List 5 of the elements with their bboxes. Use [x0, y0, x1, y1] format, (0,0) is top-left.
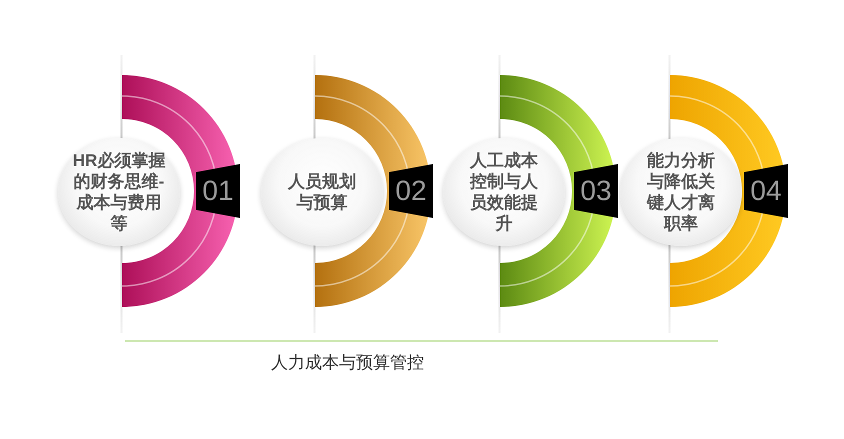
topic-label: HR必须掌握的财务思维-成本与费用等	[72, 150, 166, 234]
topic-label: 能力分析与降低关键人才离职率	[646, 150, 716, 234]
caption: 人力成本与预算管控	[271, 352, 424, 374]
topic-label: 人员规划与预算	[286, 171, 357, 213]
topic-label: 人工成本控制与人员效能提升	[468, 150, 539, 234]
